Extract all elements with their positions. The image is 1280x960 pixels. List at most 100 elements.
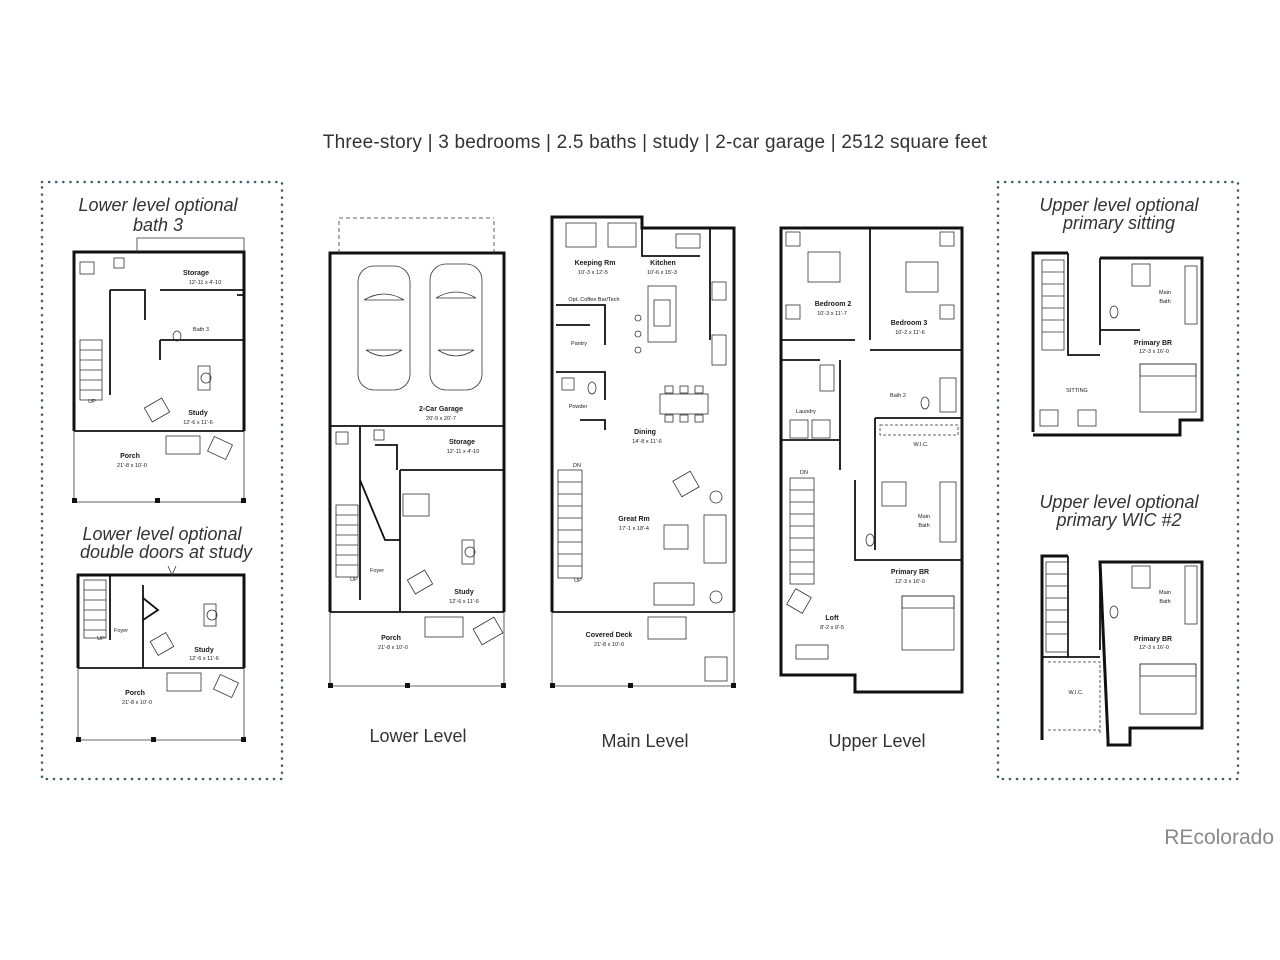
option-title-wic-line2: primary WIC #2 [1055, 510, 1181, 530]
plan-lower-level: 2-Car Garage 20'-9 x 20'-7 Storage 12'-1… [328, 217, 506, 688]
room-dim-study-doors: 12'-6 x 11'-6 [189, 656, 219, 662]
porch-lower [328, 612, 506, 688]
deck-main [550, 612, 736, 688]
room-name-bath2: Bath 2 [890, 393, 906, 399]
watermark: REcolorado [1164, 826, 1274, 849]
room-name-powder: Powder [569, 404, 588, 410]
room-name-foyer-lower: Foyer [370, 568, 384, 574]
porch-bath3 [72, 431, 246, 503]
room-dim-great: 17'-1 x 18'-4 [619, 526, 649, 532]
room-name-primary-upper: Primary BR [891, 569, 929, 576]
porch-doors [76, 668, 246, 742]
room-name-bedroom3: Bedroom 3 [891, 320, 928, 327]
option-title-sitting-line1: Upper level optional [1039, 195, 1199, 215]
room-dim-study-lower: 12'-6 x 11'-6 [449, 599, 479, 605]
room-dim-loft: 8'-2 x 9'-5 [820, 625, 844, 631]
room-name-study-lower: Study [454, 589, 474, 596]
room-dim-primary-upper: 12'-3 x 16'-0 [895, 579, 925, 585]
room-name-porch-lower: Porch [381, 635, 401, 642]
stair-upper [789, 477, 815, 585]
room-dim-porch-doors: 21'-8 x 10'-0 [122, 700, 152, 706]
option-title-doors-line1: Lower level optional [82, 524, 242, 544]
caption-upper-level: Upper Level [828, 731, 925, 751]
caption-lower-level: Lower Level [369, 726, 466, 746]
plan-upper-level: Bedroom 2 10'-3 x 11'-7 Bedroom 3 10'-2 … [779, 226, 964, 694]
room-dim-primary-sitting: 12'-3 x 16'-0 [1139, 349, 1169, 355]
room-name-porch-doors: Porch [125, 690, 145, 697]
plan-main-level: Keeping Rm 10'-3 x 12'-5 Kitchen 10'-6 x… [550, 215, 736, 688]
room-name-study-bath3: Study [188, 410, 208, 417]
stair-main [557, 469, 583, 579]
plan-option-bath3: UP Storage 12'-11 x 4'-10 Bath 3 Study 1… [72, 237, 246, 503]
option-title-bath3-line2: bath 3 [133, 215, 183, 235]
room-name-keeping: Keeping Rm [575, 260, 616, 267]
room-name-deck: Covered Deck [586, 632, 633, 639]
room-name2-mainbath-upper: Bath [918, 523, 929, 529]
room-dim-keeping: 10'-3 x 12'-5 [578, 270, 608, 276]
room-dim-deck: 21'-8 x 10'-0 [594, 642, 624, 648]
car-left [357, 265, 411, 391]
plan-option-wic2: Main Bath Primary BR 12'-3 x 16'-0 W.I.C… [1040, 554, 1204, 747]
room-name2-mainbath-wic2: Bath [1159, 599, 1170, 605]
room-name-foyer-doors: Foyer [114, 628, 128, 634]
room-dim-bedroom3: 10'-2 x 11'-6 [895, 330, 925, 336]
room-dim-storage-bath3: 12'-11 x 4'-10 [189, 280, 222, 286]
dining-table [659, 385, 709, 423]
car-right [429, 263, 483, 391]
stair-up-doors: UP [97, 636, 105, 642]
option-title-doors-line2: double doors at study [80, 542, 253, 562]
stair-down-upper: DN [800, 470, 808, 476]
option-frame-upper [996, 180, 1240, 781]
stair-up-lower: UP [350, 577, 358, 583]
option-frame-lower [40, 180, 284, 781]
room-name-bath3: Bath 3 [193, 327, 209, 333]
room-name-wic-wic2: W.I.C. [1069, 690, 1084, 696]
room-name-sitting: SITTING [1066, 388, 1088, 394]
room-dim-bedroom2: 10'-3 x 11'-7 [817, 311, 847, 317]
room-dim-kitchen: 10'-6 x 15'-3 [647, 270, 677, 276]
room-name-laundry: Laundry [796, 409, 816, 415]
stair-down-main: DN [573, 463, 581, 469]
room-dim-storage-lower: 12'-11 x 4'-10 [447, 449, 480, 455]
option-title-bath3-line1: Lower level optional [78, 195, 238, 215]
caption-main-level: Main Level [601, 731, 688, 751]
room-name-mainbath-upper: Main [918, 514, 930, 520]
plan-option-doors: UP Foyer Study 12'-6 x 11'-6 Porch 21'-8… [76, 565, 246, 742]
plan-summary: Three-story | 3 bedrooms | 2.5 baths | s… [322, 132, 988, 153]
option-title-sitting-line2: primary sitting [1062, 213, 1175, 233]
room-name-loft: Loft [825, 615, 839, 622]
room-dim-porch-lower: 21'-8 x 10'-0 [378, 645, 408, 651]
room-name-great: Great Rm [618, 516, 650, 523]
stair-lower [335, 504, 359, 578]
room-name-study-doors: Study [194, 647, 214, 654]
room-dim-study-bath3: 12'-6 x 11'-6 [183, 420, 213, 426]
room-name-pantry: Pantry [571, 341, 587, 347]
room-name-bedroom2: Bedroom 2 [815, 301, 852, 308]
room-name-storage-bath3: Storage [183, 270, 209, 277]
room-name-primary-wic2: Primary BR [1134, 636, 1172, 643]
room-name-primary-sitting: Primary BR [1134, 340, 1172, 347]
room-dim-garage: 20'-9 x 20'-7 [426, 416, 456, 422]
stair-lower-doors [83, 579, 107, 639]
room-dim-porch-bath3: 21'-8 x 10'-0 [117, 463, 147, 469]
stair-up-bath3: UP [88, 399, 96, 405]
room-name-garage: 2-Car Garage [419, 406, 463, 413]
room-name-storage-lower: Storage [449, 439, 475, 446]
room-name-dining: Dining [634, 429, 656, 436]
room-name-wic-upper: W.I.C. [914, 442, 929, 448]
option-title-wic-line1: Upper level optional [1039, 492, 1199, 512]
plan-option-sitting: Main Bath Primary BR 12'-3 x 16'-0 SITTI… [1031, 251, 1204, 437]
room-name-porch-bath3: Porch [120, 453, 140, 460]
room-name2-mainbath-sitting: Bath [1159, 299, 1170, 305]
room-name-kitchen: Kitchen [650, 260, 676, 267]
stair-wic2 [1045, 561, 1069, 653]
stair-sitting [1041, 259, 1065, 351]
room-dim-primary-wic2: 12'-3 x 16'-0 [1139, 645, 1169, 651]
stair-up-main: UP [574, 578, 582, 584]
room-name-coffee: Opt. Coffee Bar/Tech [568, 297, 619, 303]
stair-lower-bath3 [79, 339, 103, 401]
room-name-mainbath-wic2: Main [1159, 590, 1171, 596]
room-dim-dining: 14'-8 x 11'-6 [632, 439, 662, 445]
room-name-mainbath-sitting: Main [1159, 290, 1171, 296]
